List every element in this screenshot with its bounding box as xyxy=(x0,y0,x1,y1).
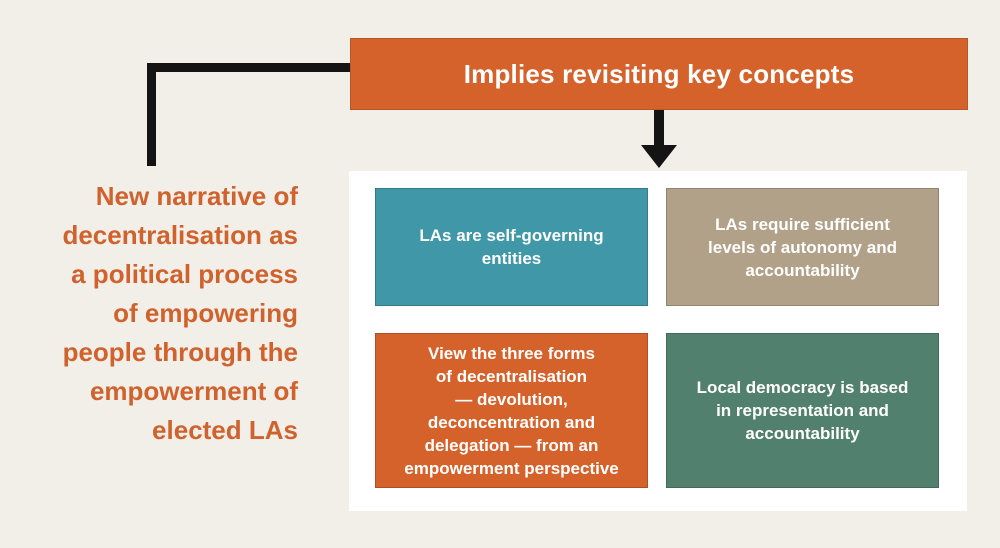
concepts-panel: LAs are self-governing entities LAs requ… xyxy=(349,171,967,511)
down-arrow-stem xyxy=(654,110,664,147)
concept-box-autonomy-accountability: LAs require sufficient levels of autonom… xyxy=(666,188,939,306)
header-banner: Implies revisiting key concepts xyxy=(350,38,968,110)
header-title: Implies revisiting key concepts xyxy=(463,58,855,89)
down-arrow-icon xyxy=(641,145,677,168)
narrative-note: New narrative of decentralisation as a p… xyxy=(62,181,298,445)
concept-box-self-governing: LAs are self-governing entities xyxy=(375,188,648,306)
concept-box-three-forms: View the three forms of decentralisation… xyxy=(375,333,648,488)
connector-vertical-line xyxy=(147,63,156,166)
connector-horizontal-line xyxy=(147,63,353,72)
concept-box-local-democracy: Local democracy is based in representati… xyxy=(666,333,939,488)
